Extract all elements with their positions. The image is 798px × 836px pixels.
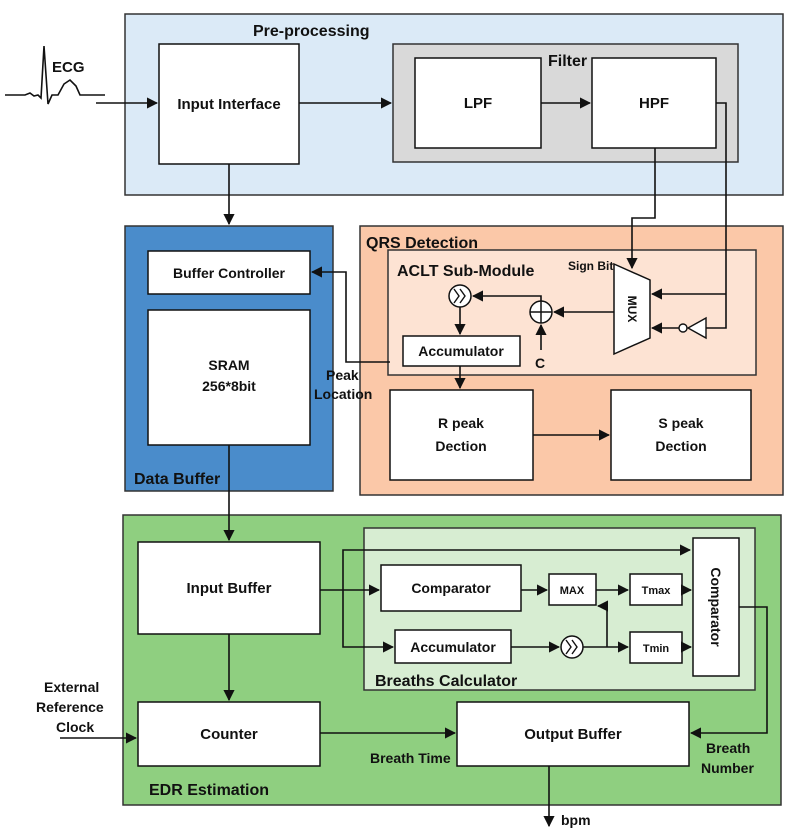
c-label: C: [535, 355, 545, 371]
tmin-label: Tmin: [643, 643, 670, 655]
sram-label-line1: SRAM: [208, 357, 249, 373]
max-label: MAX: [560, 585, 585, 597]
aclt-accumulator-label: Accumulator: [418, 343, 504, 359]
peak-location-line2: Location: [314, 386, 372, 402]
tmin-block: [629, 631, 683, 664]
aclt-accumulator-block: [402, 335, 521, 367]
shift-operator-icon: [448, 284, 472, 308]
preprocessing-title: Pre-processing: [253, 23, 369, 40]
mux-label: MUX: [625, 296, 639, 323]
breath-number-line1: Breath: [706, 740, 750, 756]
connection-wires: [60, 97, 768, 828]
lpf-block: [414, 57, 542, 149]
r-peak-detection-block: [389, 389, 534, 481]
tmax-label: Tmax: [642, 585, 672, 597]
aclt-submodule-title: ACLT Sub-Module: [397, 263, 535, 280]
input-interface-block: [158, 43, 300, 165]
peak-location-line1: Peak: [326, 367, 359, 383]
adder-icon: [529, 300, 553, 324]
bpm-label: bpm: [561, 812, 591, 828]
breaths-accumulator-block: [394, 629, 512, 664]
hpf-block: [591, 57, 717, 149]
breaths-comparator-label: Comparator: [411, 580, 491, 596]
edr-estimation-title: EDR Estimation: [149, 782, 269, 799]
breaths-shift-operator-icon: [560, 635, 584, 659]
data-buffer-title: Data Buffer: [134, 471, 220, 488]
input-buffer-block: [137, 541, 321, 635]
max-block: [548, 573, 597, 606]
vertical-comparator-label: Comparator: [708, 567, 724, 647]
tmax-block: [629, 573, 683, 606]
s-peak-detection-block: [610, 389, 752, 481]
breaths-accumulator-label: Accumulator: [410, 639, 496, 655]
external-clock-line3: Clock: [56, 719, 94, 735]
input-interface-label: Input Interface: [177, 96, 280, 113]
lpf-label: LPF: [464, 95, 492, 112]
external-clock-line2: Reference: [36, 699, 104, 715]
r-peak-label-line1: R peak: [438, 415, 484, 431]
breaths-calculator-title: Breaths Calculator: [375, 673, 517, 690]
qrs-detection-title: QRS Detection: [366, 235, 478, 252]
counter-block: [137, 701, 321, 767]
buffer-controller-block: [147, 250, 311, 295]
hpf-label: HPF: [639, 95, 669, 112]
breath-number-line2: Number: [701, 760, 754, 776]
breaths-comparator-block: [380, 564, 522, 612]
output-buffer-label: Output Buffer: [524, 726, 622, 743]
filter-title: Filter: [548, 53, 587, 70]
ecg-waveform-icon: [5, 45, 105, 105]
breath-time-label: Breath Time: [370, 750, 451, 766]
sram-block: [147, 309, 311, 446]
ecg-label: ECG: [52, 59, 85, 76]
output-buffer-block: [456, 701, 690, 767]
input-buffer-label: Input Buffer: [187, 580, 272, 597]
counter-label: Counter: [200, 726, 258, 743]
s-peak-label-line2: Dection: [655, 438, 706, 454]
vertical-comparator-block: [692, 537, 740, 677]
mux-block: [613, 262, 651, 356]
sign-bit-label: Sign Bit: [568, 259, 613, 273]
r-peak-label-line2: Dection: [435, 438, 486, 454]
sram-label-line2: 256*8bit: [202, 378, 256, 394]
s-peak-label-line1: S peak: [658, 415, 703, 431]
external-clock-line1: External: [44, 679, 99, 695]
buffer-controller-label: Buffer Controller: [173, 265, 286, 281]
